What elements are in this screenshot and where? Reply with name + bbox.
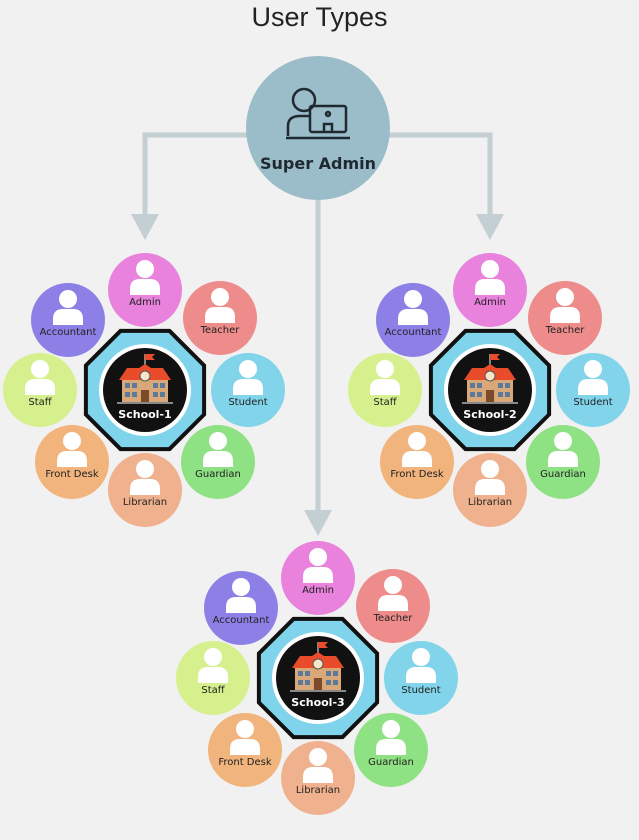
role-label: Staff	[28, 397, 52, 408]
role-librarian: Librarian	[453, 453, 527, 527]
person-icon	[578, 360, 608, 395]
user-computer-icon	[286, 87, 350, 140]
role-label: Guardian	[540, 469, 586, 480]
role-label: Accountant	[39, 327, 97, 338]
role-label: Front Desk	[390, 469, 444, 480]
role-label: Accountant	[212, 615, 270, 626]
person-icon	[406, 648, 436, 683]
role-front-desk: Front Desk	[380, 425, 454, 499]
role-label: Teacher	[200, 325, 240, 336]
role-librarian: Librarian	[108, 453, 182, 527]
role-label: Admin	[302, 585, 334, 596]
role-label: Admin	[474, 297, 506, 308]
role-front-desk: Front Desk	[208, 713, 282, 787]
person-icon	[303, 748, 333, 783]
role-label: Librarian	[295, 785, 341, 796]
role-label: Front Desk	[218, 757, 272, 768]
person-icon	[25, 360, 55, 395]
person-icon	[475, 260, 505, 295]
super-admin-label: Super Admin	[259, 154, 377, 173]
role-label: Student	[401, 685, 441, 696]
school-label: School-2	[463, 408, 517, 421]
role-student: Student	[384, 641, 458, 715]
person-icon	[402, 432, 432, 467]
person-icon	[398, 290, 428, 325]
person-icon	[130, 260, 160, 295]
role-teacher: Teacher	[356, 569, 430, 643]
person-icon	[376, 720, 406, 755]
arrow-to-school-1	[142, 132, 250, 222]
school-label: School-3	[291, 696, 345, 709]
person-icon	[230, 720, 260, 755]
person-icon	[378, 576, 408, 611]
role-label: Front Desk	[45, 469, 99, 480]
person-icon	[475, 460, 505, 495]
person-icon	[205, 288, 235, 323]
school-label: School-1	[118, 408, 172, 421]
role-teacher: Teacher	[528, 281, 602, 355]
person-icon	[226, 578, 256, 613]
person-icon	[53, 290, 83, 325]
role-label: Librarian	[122, 497, 168, 508]
role-label: Staff	[373, 397, 397, 408]
school-building-icon	[117, 354, 173, 404]
role-admin: Admin	[108, 253, 182, 327]
person-icon	[370, 360, 400, 395]
role-label: Accountant	[384, 327, 442, 338]
role-guardian: Guardian	[526, 425, 600, 499]
role-staff: Staff	[348, 353, 422, 427]
role-admin: Admin	[453, 253, 527, 327]
person-icon	[203, 432, 233, 467]
role-guardian: Guardian	[354, 713, 428, 787]
role-staff: Staff	[176, 641, 250, 715]
role-student: Student	[556, 353, 630, 427]
role-accountant: Accountant	[31, 283, 105, 357]
role-label: Teacher	[545, 325, 585, 336]
person-icon	[57, 432, 87, 467]
person-icon	[548, 432, 578, 467]
role-label: Teacher	[373, 613, 413, 624]
page-title: User Types	[251, 2, 388, 32]
super-admin-node: Super Admin	[246, 56, 390, 200]
person-icon	[198, 648, 228, 683]
role-front-desk: Front Desk	[35, 425, 109, 499]
person-icon	[130, 460, 160, 495]
role-label: Student	[573, 397, 613, 408]
role-accountant: Accountant	[204, 571, 278, 645]
arrow-to-school-2	[386, 132, 493, 222]
role-label: Student	[228, 397, 268, 408]
person-icon	[550, 288, 580, 323]
role-label: Guardian	[368, 757, 414, 768]
role-accountant: Accountant	[376, 283, 450, 357]
role-label: Staff	[201, 685, 225, 696]
role-teacher: Teacher	[183, 281, 257, 355]
role-staff: Staff	[3, 353, 77, 427]
role-label: Admin	[129, 297, 161, 308]
role-student: Student	[211, 353, 285, 427]
role-label: Guardian	[195, 469, 241, 480]
person-icon	[233, 360, 263, 395]
role-librarian: Librarian	[281, 741, 355, 815]
role-guardian: Guardian	[181, 425, 255, 499]
school-building-icon	[290, 642, 346, 692]
role-admin: Admin	[281, 541, 355, 615]
role-label: Librarian	[467, 497, 513, 508]
school-building-icon	[462, 354, 518, 404]
person-icon	[303, 548, 333, 583]
